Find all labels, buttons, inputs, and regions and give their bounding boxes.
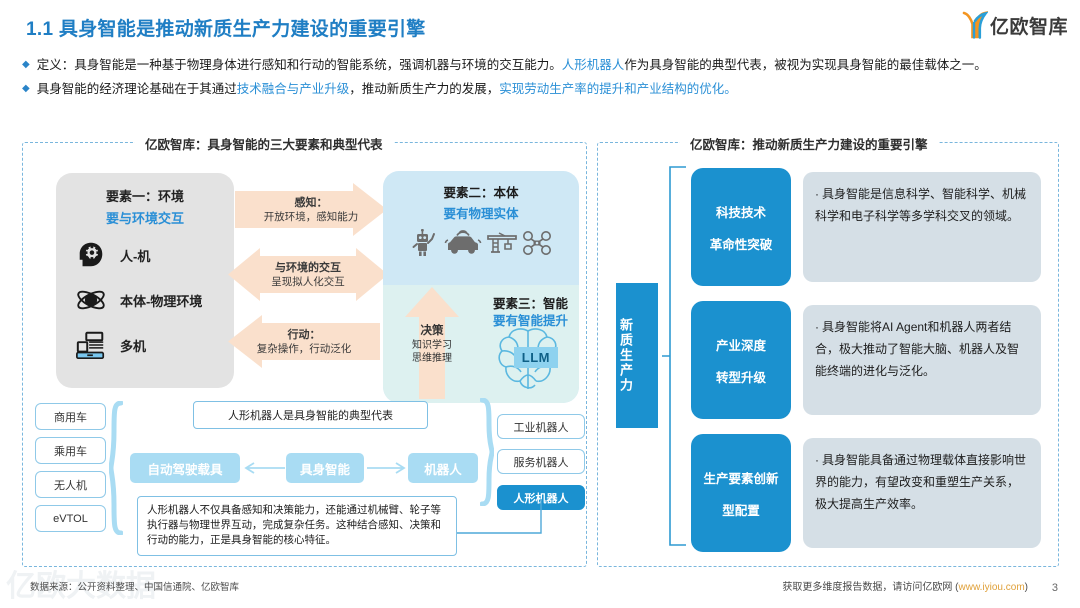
right-brace-icon bbox=[479, 397, 495, 511]
right-panel: 亿欧智库：推动新质生产力建设的重要引擎 新质生产力 科技技术 革命性突破 ·具身… bbox=[597, 134, 1059, 567]
llm-chip: LLM bbox=[513, 347, 558, 368]
pillar-card-3[interactable]: 生产要素创新 型配置 bbox=[691, 434, 791, 552]
pillar-card-1-title-line1: 科技技术 bbox=[715, 205, 766, 220]
footer-note-text: 获取更多维度报告数据，请访问亿欧网 ( bbox=[782, 582, 959, 593]
arrow-perception-label: 感知：开放环境，感知能力 bbox=[263, 196, 359, 223]
pillar-detail-1: ·具身智能是信息科学、智能科学、机械科学和电子科学等多学科交叉的领域。 bbox=[803, 172, 1041, 282]
decision-up-arrow-icon bbox=[401, 287, 463, 399]
intelligence-box: 要素三：智能 要有智能提升 决策 知识学习 思维推理 bbox=[383, 285, 579, 403]
pillar-detail-3-text: 具身智能具备通过物理载体直接影响世界的能力，有望改变和重塑生产关系，极大提高生产… bbox=[815, 453, 1027, 511]
arrow-action-label: 行动：复杂操作，行动泛化 bbox=[256, 328, 352, 355]
pillar-card-3-title-line1: 生产要素创新 bbox=[703, 471, 779, 486]
bullet-item-2: ◆ 具身智能的经济理论基础在于其通过技术融合与产业升级，推动新质生产力的发展，实… bbox=[22, 80, 1062, 99]
pillar-card-2-title-line1: 产业深度 bbox=[715, 338, 766, 353]
bullet-highlight-1: 人形机器人 bbox=[561, 58, 625, 72]
body-heading-1: 要素二：本体 bbox=[443, 186, 519, 200]
environment-heading-1: 要素一：环境 bbox=[105, 189, 184, 204]
environment-item-physical: 本体-物理环境 bbox=[74, 283, 234, 317]
brand-logo: 亿欧智库 bbox=[962, 10, 1068, 40]
bullet-highlight-2a: 技术融合与产业升级 bbox=[236, 82, 350, 96]
head-gear-icon bbox=[74, 238, 108, 272]
bullet-list: ◆ 定义：具身智能是一种基于物理身体进行感知和行动的智能系统，强调机器与环境的交… bbox=[22, 56, 1062, 104]
arrow-perception: 感知：开放环境，感知能力 bbox=[235, 183, 387, 236]
humanoid-caption-box: 人形机器人是具身智能的典型代表 bbox=[193, 401, 428, 429]
left-panel-title: 亿欧智库：具身智能的三大要素和典型代表 bbox=[135, 134, 393, 153]
footer-source: 数据来源：公开资料整理、中国信通院、亿欧智库 bbox=[30, 582, 240, 593]
flow-pill-robots[interactable]: 机器人 bbox=[408, 453, 478, 483]
body-icon-row bbox=[383, 228, 579, 262]
bullet-highlight-2b: 实现劳动生产率的提升和产业结构的优化。 bbox=[499, 82, 737, 96]
arrow-interaction-label: 与环境的交互呈现拟人化交互 bbox=[271, 261, 345, 288]
detail-bullet-icon: · bbox=[815, 187, 819, 201]
smart-car-icon bbox=[444, 229, 482, 262]
flow-pill-embodied-ai[interactable]: 具身智能 bbox=[286, 453, 364, 483]
pillar-card-1[interactable]: 科技技术 革命性突破 bbox=[691, 168, 791, 286]
pillar-detail-3: ·具身智能具备通过物理载体直接影响世界的能力，有望改变和重塑生产关系，极大提高生… bbox=[803, 438, 1041, 548]
intelligence-heading-2: 要有智能提升 bbox=[492, 314, 568, 328]
arrow-left-from-ai-icon bbox=[243, 461, 285, 480]
robot-box-service[interactable]: 服务机器人 bbox=[497, 449, 585, 474]
intelligence-heading-1: 要素三：智能 bbox=[492, 297, 568, 311]
atom-globe-icon bbox=[74, 283, 108, 317]
flow-pill-autonomous-vehicles[interactable]: 自动驾驶载具 bbox=[130, 453, 240, 483]
vehicle-box-commercial[interactable]: 商用车 bbox=[35, 403, 106, 430]
detail-bullet-icon: · bbox=[815, 320, 819, 334]
vehicle-box-evtol[interactable]: eVTOL bbox=[35, 505, 106, 532]
decision-text: 决策 知识学习 思维推理 bbox=[412, 325, 452, 364]
new-productivity-bar: 新质生产力 bbox=[616, 283, 658, 428]
humanoid-description-box: 人形机器人不仅具备感知和决策能力，还能通过机械臂、轮子等执行器与物理世界互动，完… bbox=[137, 496, 457, 556]
vehicle-box-uav[interactable]: 无人机 bbox=[35, 471, 106, 498]
diamond-bullet-icon: ◆ bbox=[22, 83, 30, 94]
robot-box-industrial[interactable]: 工业机器人 bbox=[497, 414, 585, 439]
bullet-text-2: 具身智能的经济理论基础在于其通过技术融合与产业升级，推动新质生产力的发展，实现劳… bbox=[36, 82, 737, 96]
environment-item-label: 人-机 bbox=[120, 248, 151, 264]
environment-item-human-machine: 人-机 bbox=[74, 238, 234, 272]
pillar-detail-2-text: 具身智能将AI Agent和机器人两者结合，极大推动了智能大脑、机器人及智能终端… bbox=[815, 320, 1020, 378]
right-panel-title: 亿欧智库：推动新质生产力建设的重要引擎 bbox=[680, 134, 938, 153]
bullet-text-1: 定义：具身智能是一种基于物理身体进行感知和行动的智能系统，强调机器与环境的交互能… bbox=[36, 58, 987, 72]
logo-label: 亿欧智库 bbox=[989, 16, 1068, 38]
drone-icon bbox=[522, 229, 552, 262]
robot-icon bbox=[411, 228, 441, 262]
body-intelligence-box: 要素二：本体 要有物理实体 bbox=[383, 171, 579, 403]
arrow-right-to-robots-icon bbox=[367, 461, 407, 480]
body-heading-2: 要有物理实体 bbox=[443, 207, 519, 221]
detail-bullet-icon: · bbox=[815, 453, 819, 467]
footer-note: 获取更多维度报告数据，请访问亿欧网 (www.iyiou.com) bbox=[782, 578, 1028, 593]
pillar-card-2[interactable]: 产业深度 转型升级 bbox=[691, 301, 791, 419]
environment-item-multi-machine: 多机 bbox=[74, 328, 234, 362]
environment-item-label: 多机 bbox=[120, 338, 147, 354]
diamond-bullet-icon: ◆ bbox=[22, 59, 30, 70]
arrow-interaction: 与环境的交互呈现拟人化交互 bbox=[228, 248, 388, 301]
left-brace-icon bbox=[108, 400, 124, 540]
page-title: 1.1 具身智能是推动新质生产力建设的重要引擎 bbox=[26, 19, 426, 40]
pillar-detail-2: ·具身智能将AI Agent和机器人两者结合，极大推动了智能大脑、机器人及智能终… bbox=[803, 305, 1041, 415]
pillar-card-2-title-line2: 转型升级 bbox=[715, 370, 766, 385]
environment-heading-2: 要与环境交互 bbox=[105, 211, 184, 226]
bracket-connector-icon bbox=[662, 165, 688, 552]
page-number: 3 bbox=[1051, 582, 1058, 594]
crane-icon bbox=[485, 229, 519, 262]
bullet-item-1: ◆ 定义：具身智能是一种基于物理身体进行感知和行动的智能系统，强调机器与环境的交… bbox=[22, 56, 1062, 75]
pillar-card-1-title-line2: 革命性突破 bbox=[709, 237, 773, 252]
environment-box: 要素一：环境 要与环境交互 bbox=[56, 173, 234, 388]
pillar-card-3-title-line2: 型配置 bbox=[722, 503, 760, 518]
footer-link[interactable]: www.iyiou.com bbox=[958, 582, 1025, 593]
left-panel: 亿欧智库：具身智能的三大要素和典型代表 要素一：环境 要与环境交互 bbox=[22, 134, 587, 567]
yiou-logo-icon bbox=[962, 10, 989, 40]
environment-item-label: 本体-物理环境 bbox=[120, 293, 203, 309]
new-productivity-label: 新质生产力 bbox=[618, 318, 633, 393]
machine-icon bbox=[74, 328, 108, 362]
pillar-detail-1-text: 具身智能是信息科学、智能科学、机械科学和电子科学等多学科交叉的领域。 bbox=[815, 187, 1027, 223]
arrow-action: 行动：复杂操作，行动泛化 bbox=[228, 315, 380, 368]
vehicle-box-passenger[interactable]: 乘用车 bbox=[35, 437, 106, 464]
footer-note-end: ) bbox=[1024, 582, 1028, 593]
